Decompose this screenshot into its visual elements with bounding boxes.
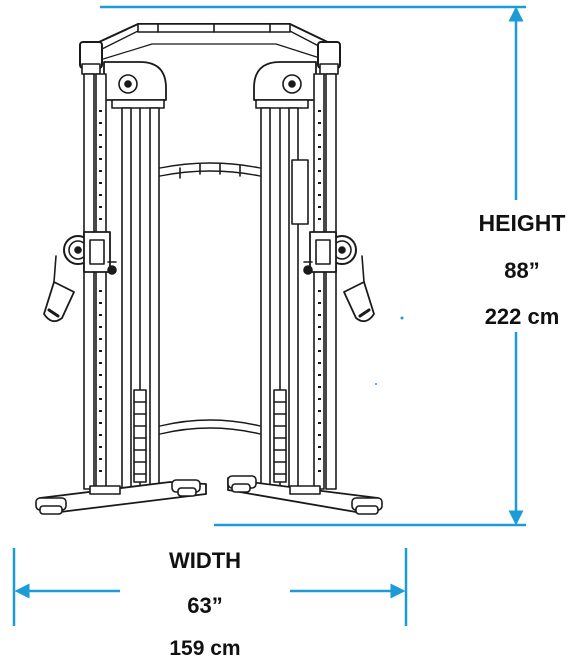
width-dimension-lines xyxy=(12,548,408,626)
left-pulley-carriage xyxy=(63,231,117,275)
width-label: WIDTH xyxy=(168,548,242,573)
right-adjustment-holes xyxy=(318,110,321,472)
width-metric-value: 159 cm xyxy=(169,637,241,660)
left-handle xyxy=(43,255,75,323)
right-tower xyxy=(227,41,383,515)
left-adjustment-holes xyxy=(99,110,102,472)
height-imperial-value: 88” xyxy=(504,258,540,283)
pull-up-bar xyxy=(85,23,341,61)
right-handle xyxy=(343,255,375,323)
left-foot xyxy=(35,479,207,515)
functional-trainer-machine xyxy=(35,23,383,515)
left-tower xyxy=(35,41,207,515)
width-imperial-value: 63” xyxy=(187,593,223,618)
back-crossbars xyxy=(159,162,261,435)
stray-marks xyxy=(375,316,404,385)
height-metric-value: 222 cm xyxy=(484,304,560,329)
height-dimension-lines xyxy=(100,5,526,527)
height-label: HEIGHT xyxy=(478,210,566,236)
right-pulley-carriage xyxy=(303,231,357,275)
right-foot xyxy=(227,475,383,515)
